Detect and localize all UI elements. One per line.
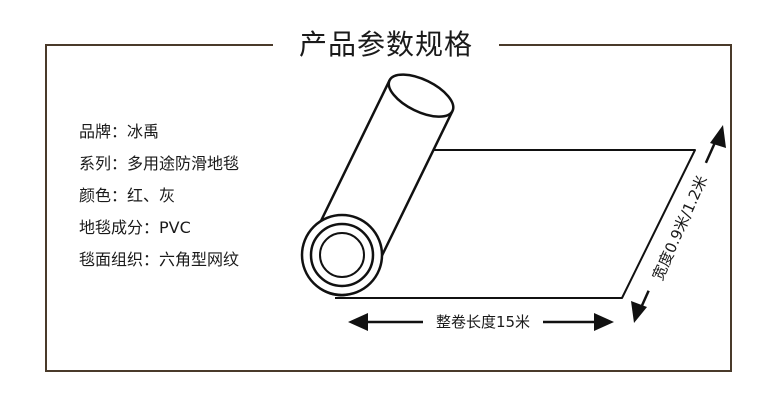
page-title: 产品参数规格 xyxy=(272,25,499,65)
carpet-sheet xyxy=(335,149,696,299)
spec-color: 颜色：红、灰 xyxy=(79,186,176,205)
title-bar: 产品参数规格 xyxy=(0,25,772,65)
spec-list: 品牌：冰禹 系列：多用途防滑地毯 颜色：红、灰 地毯成分：PVC 毯面组织：六角… xyxy=(79,116,239,276)
spec-series: 系列：多用途防滑地毯 xyxy=(79,154,240,173)
roll-end-face xyxy=(300,213,384,297)
length-label: 整卷长度15米 xyxy=(423,310,543,334)
spec-brand: 品牌：冰禹 xyxy=(79,122,160,141)
spec-material: 地毯成分：PVC xyxy=(79,218,191,237)
spec-texture: 毯面组织：六角型网纹 xyxy=(79,250,240,269)
